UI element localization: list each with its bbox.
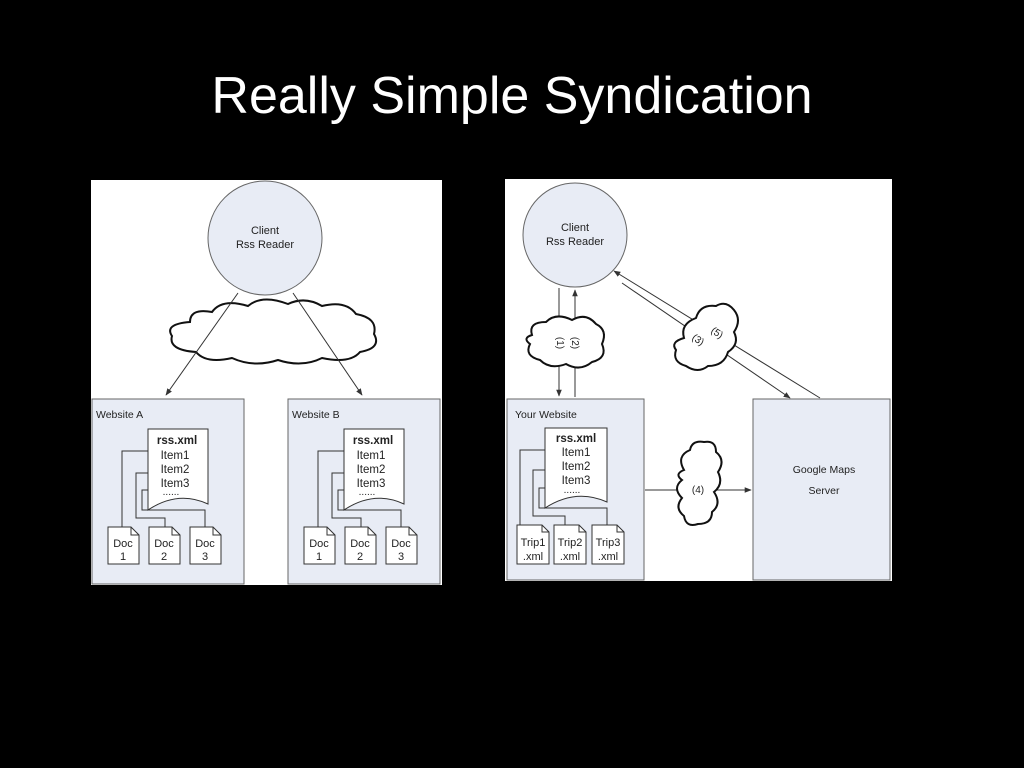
google-maps-line2: Server — [809, 485, 840, 497]
website-a-rss-doc — [147, 428, 209, 511]
trip-2-doc: Trip2 .xml — [553, 524, 587, 565]
step-2-label: (2) — [569, 337, 580, 349]
trip-1-doc: Trip1 .xml — [516, 524, 550, 565]
right-cloud-2 — [673, 302, 739, 371]
your-website-rss-doc — [544, 427, 608, 509]
website-a-rss-title: rss.xml — [157, 435, 197, 447]
website-a-doc-1: Doc 1 — [107, 526, 140, 565]
your-website-rss-item3: Item3 — [562, 475, 591, 487]
svg-text:3: 3 — [398, 551, 404, 563]
website-a-rss-more: ...... — [163, 487, 180, 498]
right-client-line1: Client — [561, 222, 589, 234]
website-b-doc-3: Doc 3 — [385, 526, 418, 565]
svg-text:Trip2: Trip2 — [558, 537, 583, 549]
slide-title: Really Simple Syndication — [211, 67, 813, 125]
website-a-doc-3: Doc 3 — [189, 526, 222, 565]
svg-text:2: 2 — [161, 551, 167, 563]
website-b-doc-1: Doc 1 — [303, 526, 336, 565]
right-cloud-1 — [525, 315, 605, 369]
your-website-rss-item2: Item2 — [562, 461, 591, 473]
left-diagram: Client Rss Reader Website A rss.xml Item… — [91, 180, 442, 585]
website-b-rss-item3: Item3 — [357, 478, 386, 490]
svg-text:.xml: .xml — [560, 551, 580, 563]
left-arrow-to-site-a — [165, 292, 239, 396]
your-website-rss-more: ...... — [564, 485, 581, 496]
google-maps-server-box: Google Maps Server — [752, 398, 891, 581]
svg-text:1: 1 — [120, 551, 126, 563]
right-client-node: Client Rss Reader — [522, 182, 628, 288]
svg-text:3: 3 — [202, 551, 208, 563]
website-b-label: Website B — [292, 409, 340, 421]
svg-text:1: 1 — [316, 551, 322, 563]
your-website-box: Your Website rss.xml Item1 Item2 Item3 .… — [506, 398, 645, 581]
svg-text:Doc: Doc — [154, 538, 174, 550]
step-4-label: (4) — [692, 485, 704, 496]
website-a-doc-2: Doc 2 — [148, 526, 181, 565]
your-website-rss-title: rss.xml — [556, 433, 596, 445]
svg-text:Doc: Doc — [195, 538, 215, 550]
svg-text:Trip3: Trip3 — [596, 537, 621, 549]
right-diagram: Client Rss Reader (1) (2) (3) (5) (4) Yo… — [505, 179, 892, 581]
website-a-rss-item3: Item3 — [161, 478, 190, 490]
svg-text:Doc: Doc — [309, 538, 329, 550]
website-b-rss-more: ...... — [359, 487, 376, 498]
left-arrow-to-site-b — [292, 292, 363, 396]
svg-text:.xml: .xml — [523, 551, 543, 563]
website-a-rss-item1: Item1 — [161, 450, 190, 462]
website-b-box: Website B rss.xml Item1 Item2 Item3 ....… — [287, 398, 441, 585]
left-client-node: Client Rss Reader — [207, 180, 323, 296]
left-client-line2: Rss Reader — [236, 239, 294, 251]
your-website-label: Your Website — [515, 409, 577, 421]
website-b-doc-2: Doc 2 — [344, 526, 377, 565]
svg-text:.xml: .xml — [598, 551, 618, 563]
website-b-rss-doc — [343, 428, 405, 511]
trip-3-doc: Trip3 .xml — [591, 524, 625, 565]
svg-text:2: 2 — [357, 551, 363, 563]
website-b-rss-title: rss.xml — [353, 435, 393, 447]
svg-text:Doc: Doc — [350, 538, 370, 550]
svg-text:Doc: Doc — [391, 538, 411, 550]
right-client-line2: Rss Reader — [546, 236, 604, 248]
right-cloud-3 — [676, 440, 723, 526]
website-b-rss-item1: Item1 — [357, 450, 386, 462]
svg-text:Doc: Doc — [113, 538, 133, 550]
website-b-rss-item2: Item2 — [357, 464, 386, 476]
website-a-box: Website A rss.xml Item1 Item2 Item3 ....… — [91, 398, 245, 585]
svg-text:Trip1: Trip1 — [521, 537, 546, 549]
google-maps-line1: Google Maps — [793, 464, 855, 476]
left-client-line1: Client — [251, 225, 279, 237]
website-a-rss-item2: Item2 — [161, 464, 190, 476]
step-1-label: (1) — [554, 337, 565, 349]
website-a-label: Website A — [96, 409, 143, 421]
your-website-rss-item1: Item1 — [562, 447, 591, 459]
